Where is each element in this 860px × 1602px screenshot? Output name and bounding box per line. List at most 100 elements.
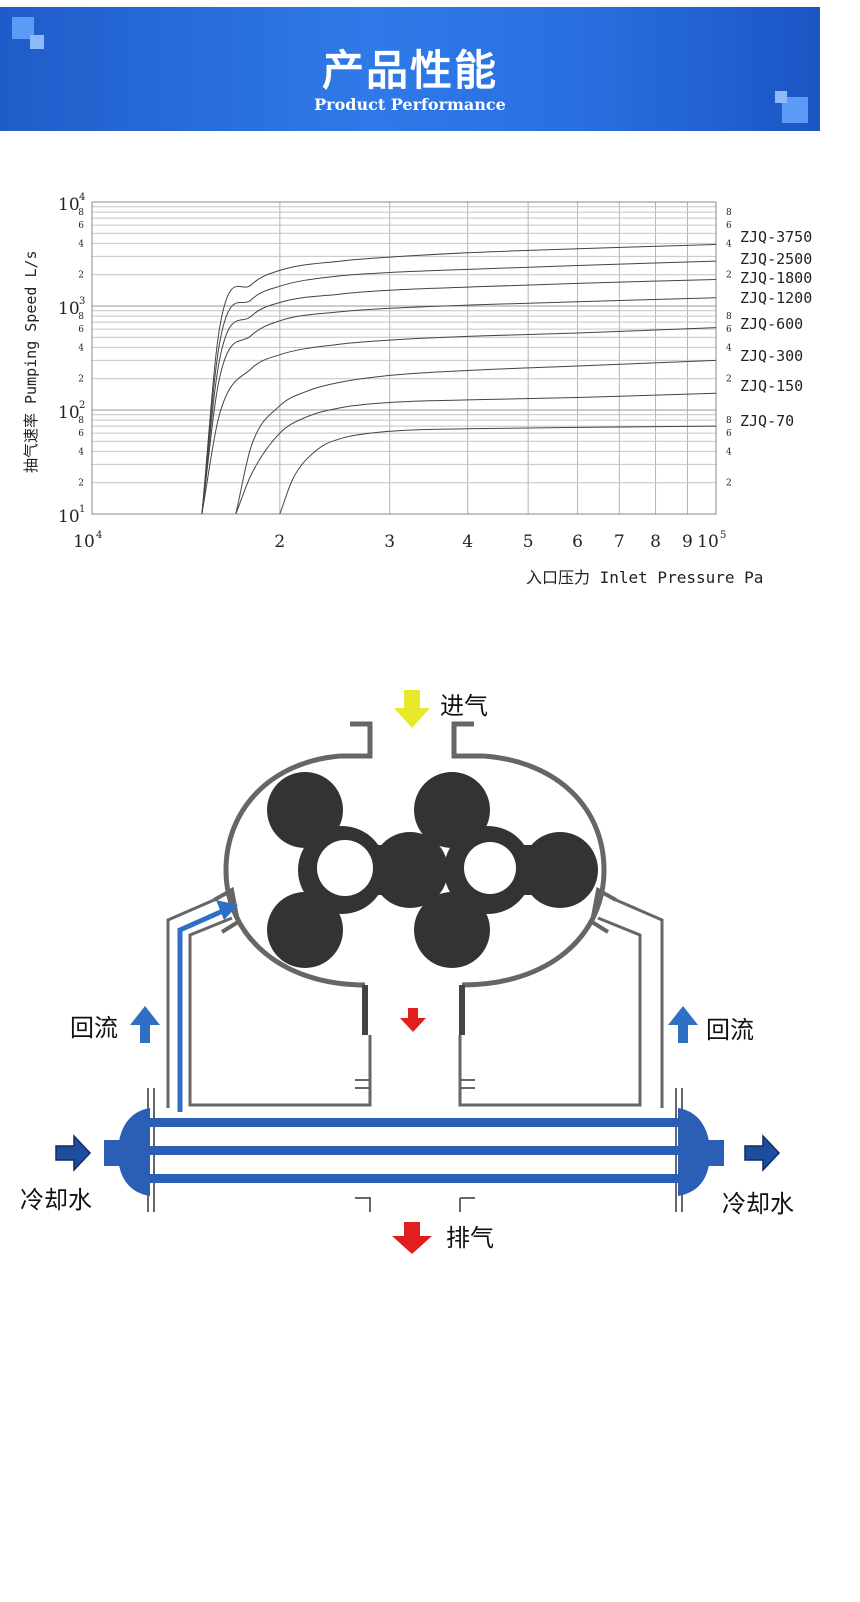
decor-square — [30, 35, 44, 49]
y-decade-label: 10 — [58, 299, 80, 319]
cooling-left-label: 冷却水 — [20, 1186, 92, 1214]
y-minor-tick-label-right: 4 — [726, 447, 732, 457]
series-label: ZJQ-70 — [740, 412, 794, 430]
x-tick-label: 2 — [274, 532, 285, 552]
y-minor-tick-label: 8 — [78, 312, 84, 322]
y-decade-exponent: 4 — [79, 192, 85, 203]
plot-frame — [91, 201, 717, 515]
cooling-water-out-arrow-icon — [744, 1134, 781, 1172]
x-tick-exponent: 5 — [720, 530, 726, 541]
y-minor-tick-label-right: 6 — [726, 325, 732, 335]
series-curves — [201, 244, 717, 515]
cooling-right-label: 冷却水 — [722, 1190, 794, 1218]
inlet-label: 进气 — [440, 692, 488, 720]
x-tick-exponent: 4 — [96, 530, 102, 541]
series-label: ZJQ-150 — [740, 377, 803, 395]
x-tick-label: 6 — [572, 532, 583, 552]
y-minor-tick-label-right: 2 — [726, 375, 732, 385]
x-tick-label: 5 — [523, 532, 534, 552]
y-decade-exponent: 3 — [79, 296, 85, 307]
x-tick-label: 9 — [682, 532, 693, 552]
pump-casing — [223, 753, 607, 988]
series-line-zjq-600 — [201, 327, 717, 515]
series-label: ZJQ-3750 — [740, 228, 812, 246]
y-minor-tick-label: 4 — [78, 343, 84, 353]
series-line-zjq-3750 — [201, 244, 717, 515]
y-axis-label: 抽气速率 Pumping Speed L/s — [22, 250, 40, 473]
page-title: 产品性能 — [321, 46, 498, 95]
outlet-channel — [362, 985, 465, 1035]
decor-square — [12, 17, 34, 39]
y-decade-exponent: 1 — [79, 504, 85, 515]
header-banner: 产品性能 Product Performance — [0, 7, 820, 131]
series-line-zjq-1200 — [201, 297, 717, 515]
return-left-arrow-icon — [130, 1006, 160, 1043]
series-label: ZJQ-600 — [740, 315, 803, 333]
series-labels: ZJQ-3750ZJQ-2500ZJQ-1800ZJQ-1200ZJQ-600Z… — [740, 228, 812, 430]
y-minor-tick-label-right: 6 — [726, 221, 732, 231]
y-minor-tick-label-right: 6 — [726, 429, 732, 439]
y-minor-tick-label: 6 — [78, 325, 84, 335]
y-minor-tick-label: 8 — [78, 208, 84, 218]
series-line-zjq-70 — [279, 425, 717, 515]
y-minor-tick-label: 4 — [78, 447, 84, 457]
outlet-label: 排气 — [446, 1224, 494, 1252]
y-minor-tick-label: 2 — [78, 271, 84, 281]
x-tick-label: 10 — [697, 532, 719, 552]
x-tick-label: 3 — [384, 532, 395, 552]
casing-port-right — [589, 886, 617, 934]
y-minor-tick-label: 6 — [78, 221, 84, 231]
cooler-head-left — [118, 1108, 150, 1196]
y-minor-tick-label-right: 4 — [726, 343, 732, 353]
x-tick-label: 7 — [614, 532, 625, 552]
y-minor-tick-label-right: 8 — [726, 312, 732, 322]
return-pipe-right — [458, 898, 664, 1108]
x-axis-label: 入口压力 Inlet Pressure Pa — [526, 568, 763, 587]
inlet-flange-right — [451, 721, 484, 759]
series-label: ZJQ-1800 — [740, 269, 812, 287]
y-minor-tick-label-right: 8 — [726, 416, 732, 426]
y-decade-label: 10 — [58, 195, 80, 215]
series-line-zjq-2500 — [201, 260, 717, 515]
x-tick-label: 4 — [462, 532, 473, 552]
outlet-arrow-icon — [392, 1222, 432, 1254]
cooler-head-right — [678, 1108, 710, 1196]
series-line-zjq-1800 — [201, 279, 717, 515]
cooler-tube — [148, 1174, 680, 1183]
y-minor-tick-label-right: 4 — [726, 239, 732, 249]
grid-minor — [92, 201, 716, 515]
y-minor-tick-label: 8 — [78, 416, 84, 426]
return-right-label: 回流 — [706, 1016, 754, 1044]
return-right-arrow-icon — [668, 1006, 698, 1043]
x-tick-label: 10 — [73, 532, 95, 552]
y-minor-tick-label-right: 2 — [726, 271, 732, 281]
x-tick-label: 8 — [650, 532, 661, 552]
return-left-label: 回流 — [70, 1014, 118, 1042]
cooler-tube — [148, 1146, 680, 1155]
cooler-tube — [148, 1118, 680, 1127]
y-decade-label: 10 — [58, 507, 80, 527]
cooling-water-in-arrow-icon — [55, 1134, 92, 1172]
inlet-arrow-icon — [394, 690, 430, 728]
y-minor-tick-label: 6 — [78, 429, 84, 439]
y-minor-tick-label: 2 — [78, 479, 84, 489]
y-decade-exponent: 2 — [79, 400, 85, 411]
series-label: ZJQ-300 — [740, 347, 803, 365]
rotor-left-hub — [317, 840, 373, 896]
series-line-zjq-150 — [235, 392, 717, 515]
y-minor-tick-label-right: 2 — [726, 479, 732, 489]
grid-major — [91, 202, 717, 514]
return-flow-arrow-head-icon — [216, 900, 238, 920]
page-subtitle: Product Performance — [314, 95, 506, 114]
y-minor-tick-label: 2 — [78, 375, 84, 385]
series-label: ZJQ-1200 — [740, 289, 812, 307]
y-minor-tick-label: 4 — [78, 239, 84, 249]
rotor-right-hub — [464, 842, 516, 894]
return-pipe-left — [166, 898, 372, 1108]
series-line-zjq-300 — [235, 359, 717, 515]
pump-diagram: 进气 回流 回流 冷却水 冷却水 — [20, 690, 794, 1254]
outlet-inner-arrow-icon — [400, 1008, 426, 1032]
decor-square — [775, 91, 787, 103]
